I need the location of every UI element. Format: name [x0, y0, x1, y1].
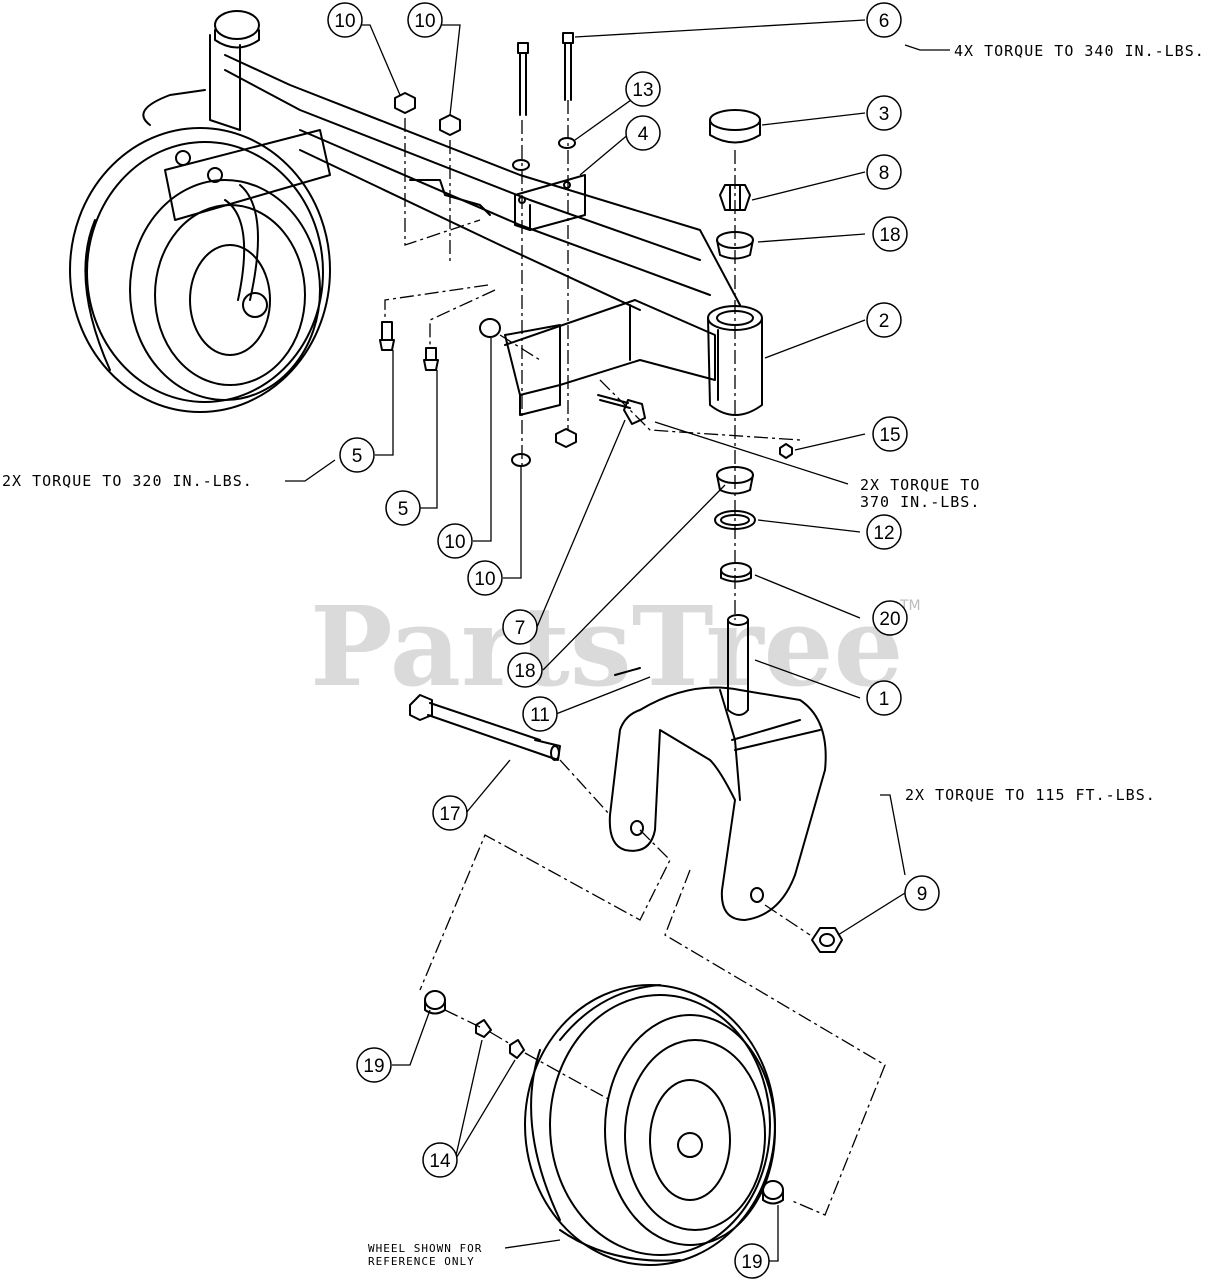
callout-label-13: 13 — [632, 80, 653, 101]
callout-label-10a: 10 — [334, 11, 355, 32]
bushing-part-14-b — [509, 1039, 525, 1059]
callout-circle-18a — [872, 216, 908, 252]
callout-circle-10b — [407, 2, 443, 38]
pin-part-11 — [614, 667, 641, 676]
torque-note-320: 2X TORQUE TO 320 IN.-LBS. — [2, 472, 253, 490]
callout-circle-8 — [866, 154, 902, 190]
callout-circle-20 — [872, 600, 908, 636]
callout-circle-14 — [422, 1142, 458, 1178]
callout-label-11: 11 — [530, 705, 550, 726]
callout-label-14: 14 — [429, 1151, 451, 1172]
bolt-part-6 — [517, 32, 574, 116]
callout-label-15: 15 — [879, 425, 900, 446]
callout-circle-10c — [437, 523, 473, 559]
frame-axle-beam — [224, 54, 741, 416]
callout-label-18b: 18 — [514, 661, 535, 682]
nut-part-10-b — [555, 428, 577, 448]
callout-label-18a: 18 — [879, 225, 900, 246]
leader-lines — [285, 19, 950, 1262]
torque-note-370-line1: 2X TORQUE TO — [860, 476, 980, 494]
callout-label-19a: 19 — [363, 1056, 384, 1077]
callout-label-9: 9 — [917, 884, 928, 905]
bolt-part-5 — [379, 321, 439, 371]
centerlines — [384, 100, 886, 1216]
upper-caster-fork — [164, 10, 331, 301]
callout-label-1: 1 — [879, 689, 890, 710]
callout-label-4: 4 — [638, 124, 649, 145]
callout-circle-11 — [522, 696, 558, 732]
bolt-part-7 — [597, 394, 646, 425]
callout-circle-2 — [866, 302, 902, 338]
castle-nut-part-8 — [719, 184, 751, 211]
nut-part-9 — [811, 927, 843, 953]
callout-circle-3 — [866, 95, 902, 131]
callout-label-10d: 10 — [474, 569, 495, 590]
callout-circle-4 — [625, 115, 661, 151]
callout-circle-15 — [872, 416, 908, 452]
callout-circle-5b — [385, 490, 421, 526]
spacer-part-19-right — [762, 1180, 784, 1205]
spacer-part-19-left — [424, 990, 446, 1015]
callout-circle-18b — [507, 652, 543, 688]
callout-label-5a: 5 — [352, 446, 363, 467]
callout-circle-10d — [467, 560, 503, 596]
callout-label-12: 12 — [873, 523, 894, 544]
callout-circle-19b — [734, 1243, 770, 1279]
watermark-text: PartsTree — [310, 582, 904, 711]
torque-note-115: 2X TORQUE TO 115 FT.-LBS. — [905, 786, 1156, 804]
callout-circle-5a — [339, 437, 375, 473]
grease-fitting-part-15 — [779, 443, 793, 459]
spacer-part-20 — [720, 562, 752, 583]
axle-bolt-part-17 — [409, 694, 561, 761]
wheel-reference-note-line1: WHEEL SHOWN FOR — [368, 1242, 482, 1255]
callout-circle-19a — [356, 1047, 392, 1083]
washer-part-10-c — [511, 453, 531, 467]
callout-label-8: 8 — [879, 163, 890, 184]
dust-cap-part-3 — [709, 109, 761, 144]
callout-label-20: 20 — [879, 609, 900, 630]
callout-circle-17 — [432, 795, 468, 831]
callout-label-3: 3 — [879, 104, 890, 125]
torque-note-370-line2: 370 IN.-LBS. — [860, 493, 980, 511]
caster-fork-part-1 — [608, 614, 827, 921]
upper-left-wheel — [69, 89, 331, 413]
nut-part-10-a — [479, 318, 501, 338]
washer-part-13b — [558, 137, 576, 149]
callout-label-6: 6 — [879, 11, 890, 32]
callout-circle-9 — [904, 875, 940, 911]
lower-wheel — [524, 984, 776, 1266]
callout-label-5b: 5 — [398, 499, 409, 520]
callout-label-7: 7 — [515, 618, 526, 639]
washer-part-13 — [512, 159, 530, 171]
callout-label-17: 17 — [439, 804, 460, 825]
bushing-part-14-a — [475, 1019, 492, 1038]
callout-circle-10a — [327, 2, 363, 38]
callout-circle-6 — [866, 2, 902, 38]
callout-circle-7 — [502, 609, 538, 645]
callout-label-10b: 10 — [414, 11, 435, 32]
torque-note-340: 4X TORQUE TO 340 IN.-LBS. — [954, 42, 1205, 60]
callout-circle-1 — [866, 680, 902, 716]
wheel-reference-note-line2: REFERENCE ONLY — [368, 1255, 475, 1268]
callout-circle-12 — [866, 514, 902, 550]
callout-label-10c: 10 — [444, 532, 465, 553]
callout-label-2: 2 — [879, 311, 890, 332]
callout-circle-13 — [625, 71, 661, 107]
callout-label-19b: 19 — [741, 1252, 762, 1273]
